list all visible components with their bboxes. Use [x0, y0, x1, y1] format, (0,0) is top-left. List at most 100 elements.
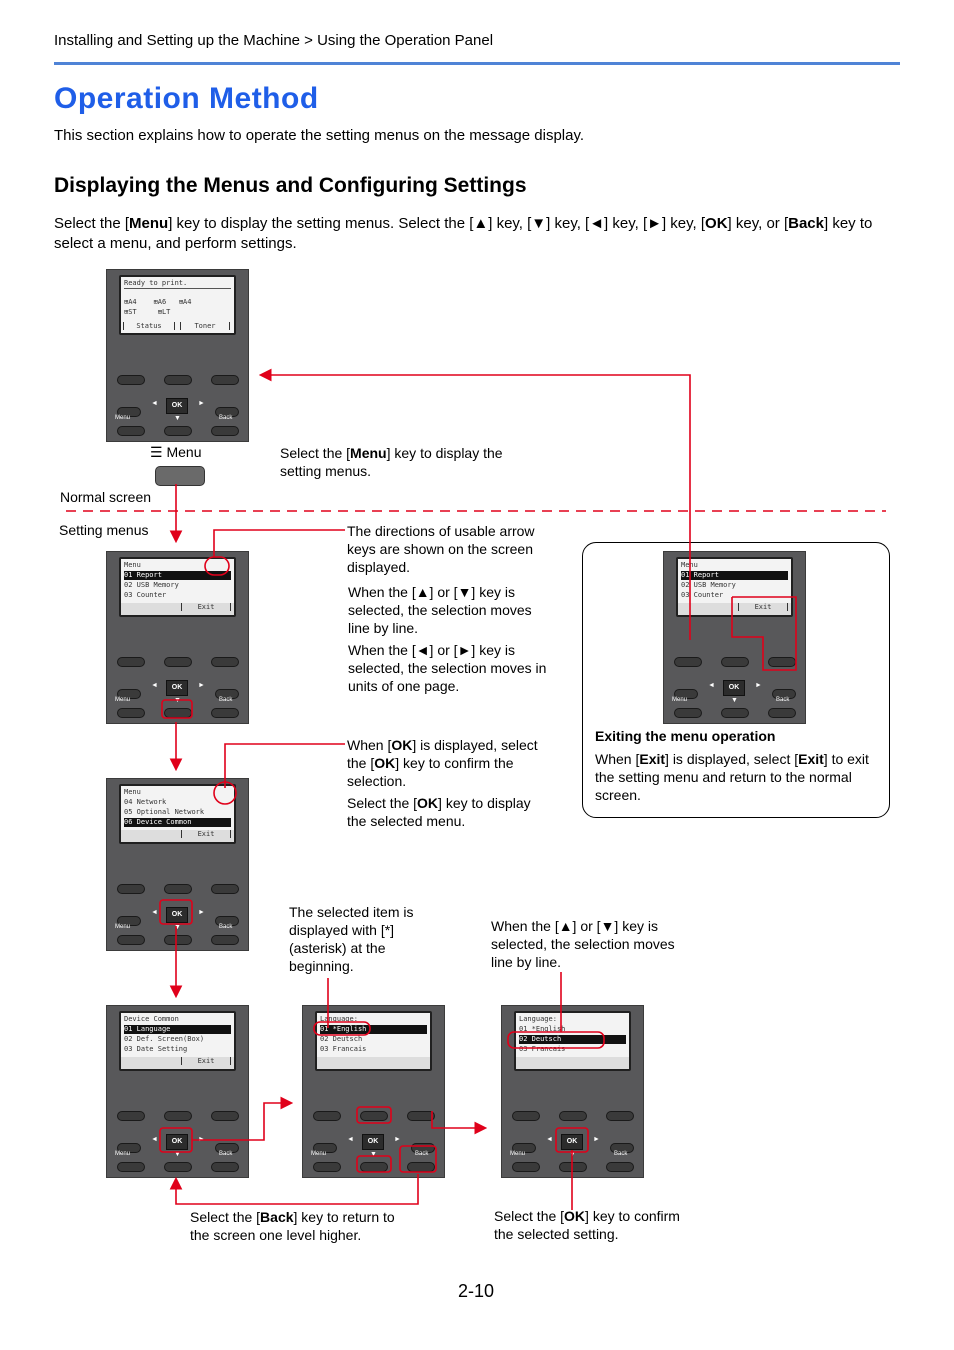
ok-key-button[interactable]: OK	[362, 1134, 384, 1150]
menu-key-button[interactable]	[117, 1162, 145, 1172]
left-arrow-icon: ◄	[546, 1136, 553, 1143]
left-arrow-key-button[interactable]	[117, 916, 141, 926]
left-arrow-key-button[interactable]	[117, 407, 141, 417]
menu-key-button[interactable]	[512, 1162, 540, 1172]
down-key-button[interactable]	[164, 1162, 192, 1172]
menu-key-button[interactable]	[674, 708, 702, 718]
softkey-right-button[interactable]	[211, 657, 239, 667]
softkey-left-button[interactable]	[117, 884, 145, 894]
up-key-button[interactable]	[164, 884, 192, 894]
left-arrow-key-button[interactable]	[117, 1143, 141, 1153]
softkey-exit[interactable]: Exit	[181, 1057, 231, 1065]
left-arrow-key-button[interactable]	[512, 1143, 536, 1153]
ok-key-button[interactable]: OK	[561, 1134, 583, 1150]
softkey-left-button[interactable]	[512, 1111, 540, 1121]
up-key-button[interactable]	[559, 1111, 587, 1121]
softkey-left-button[interactable]	[313, 1111, 341, 1121]
right-arrow-key-button[interactable]	[215, 407, 239, 417]
up-key-button[interactable]	[164, 375, 192, 385]
down-arrow-icon: ▼	[174, 924, 181, 931]
lcd-title: Device Common	[124, 1015, 179, 1023]
right-arrow-key-button[interactable]	[610, 1143, 634, 1153]
left-arrow-icon: ◄	[347, 1136, 354, 1143]
softkey-right-button[interactable]	[606, 1111, 634, 1121]
softkey-toner[interactable]: Toner	[180, 322, 230, 330]
back-key-button[interactable]	[606, 1162, 634, 1172]
device-to-lang-line	[192, 1096, 294, 1141]
down-key-button[interactable]	[721, 708, 749, 718]
lcd-softkey-bar	[678, 603, 791, 615]
left-arrow-key-button[interactable]	[674, 689, 698, 699]
right-arrow-key-button[interactable]	[215, 689, 239, 699]
lcd-item: 02 USB Memory	[124, 581, 179, 589]
left-arrow-key-button[interactable]	[117, 689, 141, 699]
softkey-left-button[interactable]	[117, 375, 145, 385]
up-key-button[interactable]	[360, 1111, 388, 1121]
right-arrow-key-button[interactable]	[772, 689, 796, 699]
softkey-left-button[interactable]	[117, 657, 145, 667]
right-arrow-icon: ►	[198, 682, 205, 689]
up-key-button[interactable]	[721, 657, 749, 667]
lcd-softkey-bar	[317, 1057, 430, 1069]
softkey-exit[interactable]: Exit	[181, 830, 231, 838]
ok-key-button[interactable]: OK	[166, 680, 188, 696]
down-key-button[interactable]	[164, 935, 192, 945]
menu-key-caption: Menu	[510, 1151, 526, 1157]
highlight-english	[313, 1021, 371, 1036]
highlight-back-key	[399, 1145, 437, 1173]
softkey-status[interactable]: Status	[123, 322, 175, 330]
lcd-item: 02 Deutsch	[320, 1035, 363, 1043]
softkey-right-button[interactable]	[211, 1111, 239, 1121]
intro-text: This section explains how to operate the…	[54, 127, 585, 144]
menu-key-button[interactable]	[155, 466, 205, 486]
lcd-item: 03 Counter	[681, 591, 724, 599]
up-key-button[interactable]	[164, 1111, 192, 1121]
left-arrow-key-button[interactable]	[313, 1143, 337, 1153]
menu-key-button[interactable]	[117, 426, 145, 436]
softkey-left-button[interactable]	[117, 1111, 145, 1121]
page-number: 2-10	[458, 1281, 495, 1301]
back-key-caption: Back	[219, 697, 233, 703]
down-key-button[interactable]	[164, 426, 192, 436]
menu-key-caption: Menu	[115, 1151, 131, 1157]
softkey-right-button[interactable]	[211, 375, 239, 385]
lcd-softkey-bar	[121, 830, 234, 842]
panel-menu-page2: Menu 04 Network 05 Optional Network 06 D…	[106, 778, 249, 951]
right-arrow-key-button[interactable]	[215, 916, 239, 926]
softkey-exit[interactable]: Exit	[181, 603, 231, 611]
menu-key-caption: Menu	[115, 697, 131, 703]
ok-key-button[interactable]: OK	[166, 1134, 188, 1150]
back-key-button[interactable]	[211, 426, 239, 436]
back-key-button[interactable]	[211, 1162, 239, 1172]
softkey-exit[interactable]: Exit	[738, 603, 788, 611]
back-key-button[interactable]	[211, 708, 239, 718]
menu-key-caption: Menu	[311, 1151, 327, 1157]
lcd-item: 02 Deutsch	[519, 1035, 626, 1044]
label-setting-menus: Setting menus	[59, 522, 149, 538]
menu-key-button[interactable]	[313, 1162, 341, 1172]
right-arrow-icon: ►	[755, 682, 762, 689]
menu-key-button[interactable]	[117, 708, 145, 718]
down-key-button[interactable]	[559, 1162, 587, 1172]
back-key-button[interactable]	[768, 708, 796, 718]
ok-key-button[interactable]: OK	[723, 680, 745, 696]
right-arrow-key-button[interactable]	[215, 1143, 239, 1153]
lcd-title: Menu	[124, 788, 141, 796]
up-key-button[interactable]	[164, 657, 192, 667]
right-arrow-key-button[interactable]	[411, 1143, 435, 1153]
back-key-caption: Back	[219, 415, 233, 421]
ok-key-button[interactable]: OK	[166, 398, 188, 414]
softkey-right-button[interactable]	[407, 1111, 435, 1121]
softkey-right-button[interactable]	[211, 884, 239, 894]
softkey-left-button[interactable]	[674, 657, 702, 667]
lcd-title: Language:	[519, 1015, 557, 1023]
exit-note: When [Exit] is displayed, select [Exit] …	[595, 751, 869, 803]
ok-key-button[interactable]: OK	[166, 907, 188, 923]
menu-key-button[interactable]	[117, 935, 145, 945]
back-key-button[interactable]	[211, 935, 239, 945]
highlight-deutsch	[507, 1031, 605, 1049]
